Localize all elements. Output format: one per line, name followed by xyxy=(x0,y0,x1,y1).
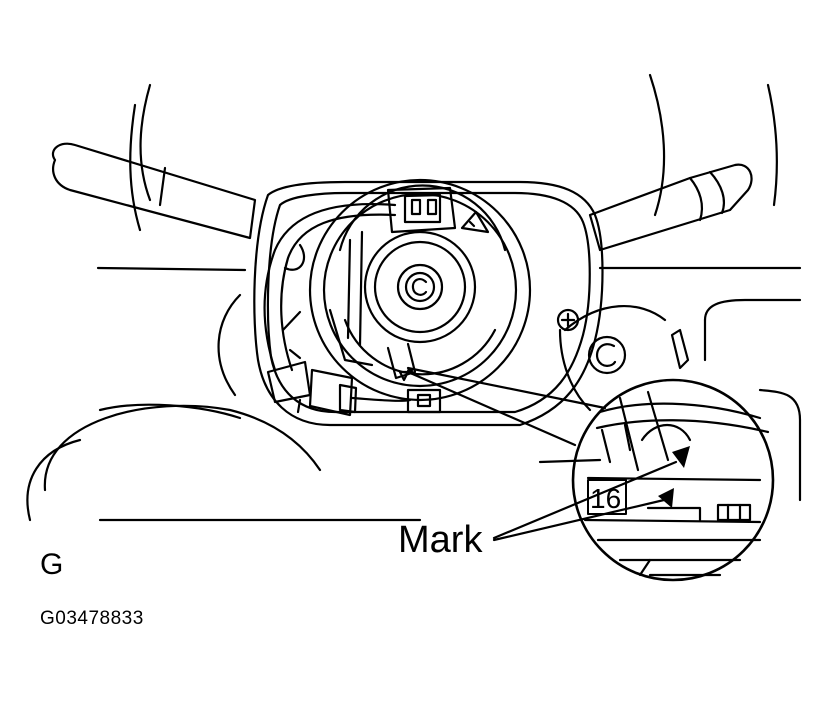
mark-dot xyxy=(407,368,413,374)
callout-lines xyxy=(492,460,678,542)
screw-icons xyxy=(556,308,690,375)
top-connector xyxy=(386,186,457,234)
panel-letter: G xyxy=(40,548,64,581)
steering-wheel-outline xyxy=(129,73,778,232)
wire-harness xyxy=(263,203,397,372)
detail-number: 16 xyxy=(590,483,621,514)
lower-connectors xyxy=(266,360,442,417)
left-switch-lever xyxy=(51,142,257,240)
steering-hub-pad xyxy=(253,180,604,427)
spiral-cable xyxy=(308,178,532,402)
magnified-detail xyxy=(571,378,775,582)
mark-label: Mark xyxy=(398,519,483,561)
column-cover-lines xyxy=(96,266,802,522)
alignment-mark-arrows xyxy=(658,446,690,508)
right-switch-lever xyxy=(588,163,753,252)
column-shroud xyxy=(26,293,802,522)
figure-code: G03478833 xyxy=(40,608,144,629)
leader-line xyxy=(406,366,607,447)
